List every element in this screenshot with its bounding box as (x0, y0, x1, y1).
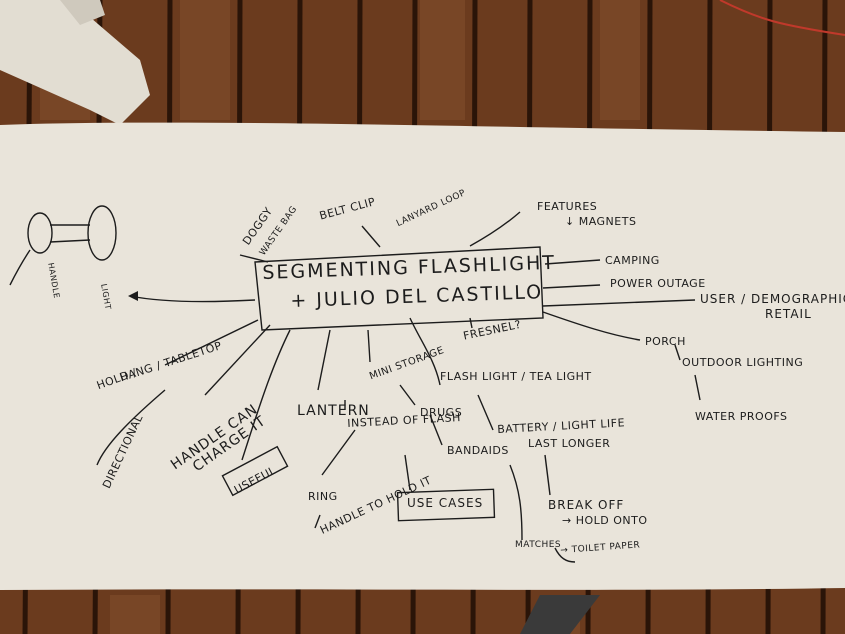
label-outdoor-lighting: OUTDOOR LIGHTING (682, 356, 804, 369)
label-water-proofs: WATER PROOFS (695, 410, 788, 423)
label-retail: RETAIL (765, 307, 812, 321)
label-user-demographic: USER / DEMOGRAPHIC (700, 292, 845, 306)
label-flashlight-tealight: FLASH LIGHT / TEA LIGHT (440, 370, 592, 383)
label-break-off: BREAK OFF (548, 498, 625, 512)
label-power-outage: POWER OUTAGE (610, 277, 706, 290)
label-magnets: ↓ MAGNETS (565, 215, 637, 228)
label-porch: PORCH (645, 335, 686, 348)
label-camping: CAMPING (605, 254, 660, 267)
label-ring: RING (308, 490, 338, 503)
label-features: FEATURES (537, 200, 598, 213)
label-hold-onto: → HOLD ONTO (562, 514, 648, 527)
label-matches: MATCHES (515, 540, 562, 550)
label-last-longer: LAST LONGER (528, 437, 611, 450)
label-use-cases: USE CASES (407, 496, 484, 510)
label-bandaids: BANDAIDS (447, 444, 509, 457)
label-lantern: LANTERN (297, 403, 370, 419)
label-drugs: DRUGS (420, 406, 463, 419)
